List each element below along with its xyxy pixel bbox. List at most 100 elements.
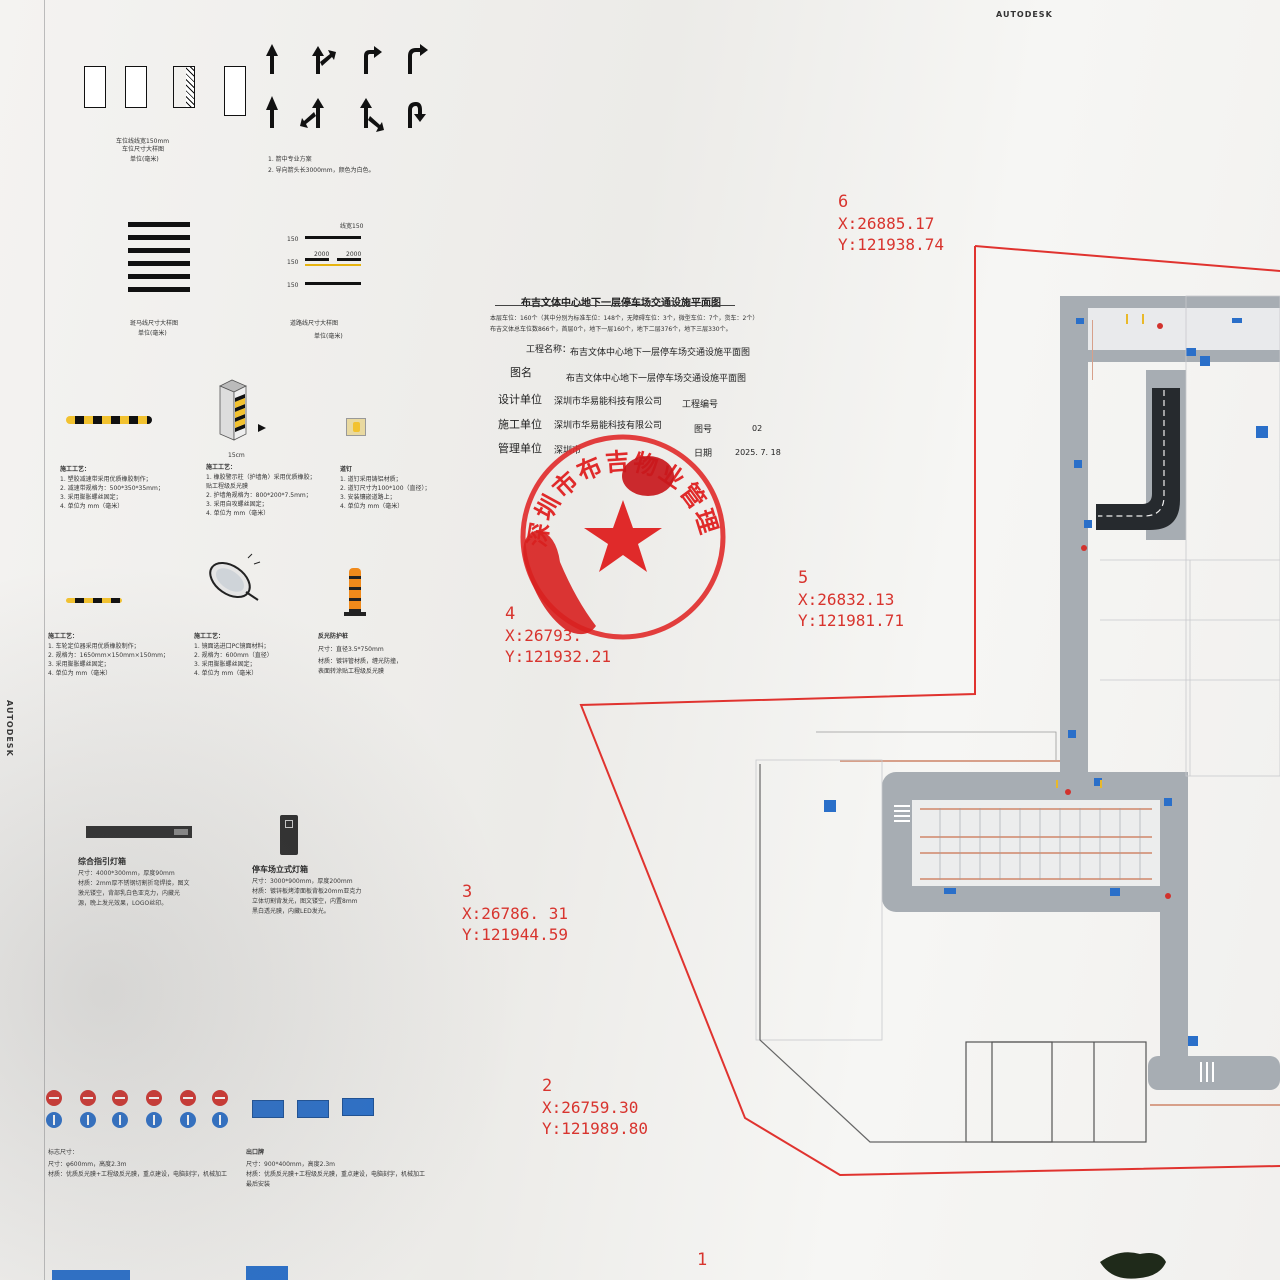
guide-note-3: 激光镂空，背部乳白色亚克力，内藏光 — [78, 890, 181, 897]
column-size: 15cm — [228, 452, 245, 459]
bump-note-1: 1. 塑胶减速带采用优质橡胶制作； — [60, 476, 152, 483]
wheelstop-note-2: 2. 规格为：1650mm×150mm×150mm； — [48, 652, 169, 659]
company-seal: 深圳市布吉物业管理有限公司 — [516, 430, 726, 640]
turn-right-icon — [112, 1112, 128, 1128]
drawing-name-value: 布吉文体中心地下一层停车场交通设施平面图 — [566, 374, 747, 384]
brand-top: AUTODESK — [996, 10, 1053, 19]
reflective-post-icon — [349, 568, 361, 614]
wheel-note-3: 3. 安装镶嵌道路上； — [340, 494, 396, 501]
bump-note-3: 3. 采用膨胀螺丝固定； — [60, 494, 122, 501]
no-entry-icon — [146, 1090, 162, 1106]
frame-line — [44, 0, 45, 1280]
stand-lightbox-sample — [280, 815, 298, 855]
column-guard-icon — [219, 379, 266, 441]
sign-note-3: 材质：优质反光膜+工程级反光膜，重点建设，电脑刻字，机械加工 — [48, 1171, 228, 1178]
wheel-stop-sample — [66, 598, 122, 603]
lane-caption: 道路线尺寸大样图 — [290, 320, 339, 327]
post-note-2: 材质：镀锌管材质，缠光防撞， — [318, 658, 403, 665]
stall-caption-2: 车位尺寸大样图 — [122, 146, 165, 153]
bottom-sign-sample — [246, 1266, 288, 1280]
dir-note-2: 材质：优质反光膜+工程级反光膜，重点建设，电脑刻字，机械加工 — [246, 1171, 426, 1178]
sheet-no-label: 图号 — [694, 425, 713, 435]
stall-sample-1 — [84, 66, 106, 108]
wheel-title: 道钉 — [340, 466, 353, 473]
guide-note-1: 尺寸：4000*300mm，厚度90mm — [78, 870, 175, 877]
speed-bump-sample — [66, 416, 152, 424]
guide-title: 综合指引灯箱 — [78, 857, 126, 866]
date-label: 日期 — [694, 449, 713, 459]
sheet-no-value: 02 — [752, 424, 763, 433]
stats-line-2: 布吉文体总车位数866个，首层0个，地下一层160个，地下二层376个，地下三层… — [490, 326, 732, 333]
bump-title: 施工工艺： — [60, 466, 91, 473]
wheel-note-1: 1. 道钉采用铸铝材质； — [340, 476, 402, 483]
wheelstop-title: 施工工艺： — [48, 633, 79, 640]
wheel-note-2: 2. 道钉尺寸为100*100（直径）； — [340, 485, 431, 492]
drawing-title: 布吉文体中心地下一层停车场交通设施平面图 — [521, 298, 721, 309]
project-label: 工程名称： — [526, 345, 572, 355]
sign-note-1: 标志尺寸： — [48, 1149, 79, 1156]
dir-note-1: 尺寸：900*400mm，高度2.3m — [246, 1161, 335, 1168]
no-entry-icon — [112, 1090, 128, 1106]
coord-point-1: 1 — [697, 1250, 708, 1270]
guide-lightbox-sample — [86, 826, 192, 838]
stand-note-4: 黑白透光膜，内藏LED发光。 — [252, 908, 330, 915]
dir-note-3: 最后安装 — [246, 1181, 271, 1188]
sign-note-2: 尺寸：φ600mm，高度2.3m — [48, 1161, 127, 1168]
wheelstop-note-3: 3. 采用膨胀螺丝固定； — [48, 661, 110, 668]
mirror-note-1: 1. 镜面选进口PC镜面材料； — [194, 643, 270, 650]
wheelstop-note-1: 1. 车轮定位器采用优质橡胶制作； — [48, 643, 140, 650]
stand-note-3: 立体切割背发光，图文镂空，内置8mm — [252, 898, 358, 905]
convex-mirror-icon — [209, 553, 261, 601]
wheel-note-4: 4. 单位为 mm（毫米） — [340, 503, 404, 510]
arrow-uturn-icon — [408, 44, 428, 128]
column-note-3: 2. 护墙角规格为：800*200*7.5mm； — [206, 492, 312, 499]
stall-sample-4 — [224, 66, 246, 116]
roundabout-icon — [212, 1112, 228, 1128]
project-no-label: 工程编号 — [682, 400, 719, 410]
go-straight-icon — [46, 1112, 62, 1128]
post-note-3: 表面转涂贴工程级反光膜 — [318, 668, 385, 675]
dir-title: 出口牌 — [246, 1149, 265, 1156]
coord-point-6: 6 X:26885.17 Y:121938.74 — [838, 192, 944, 254]
turn-left-icon — [80, 1112, 96, 1128]
project-value: 布吉文体中心地下一层停车场交通设施平面图 — [570, 348, 751, 358]
arrow-turn-right-icon — [360, 46, 384, 132]
post-title: 反光防护桩 — [318, 633, 349, 640]
arrow-turn-left-icon — [300, 46, 336, 128]
no-entry-icon — [180, 1090, 196, 1106]
mirror-note-4: 4. 单位为 mm（毫米） — [194, 670, 258, 677]
arrow-markings — [266, 44, 428, 132]
mirror-note-3: 3. 采用膨胀螺丝固定； — [194, 661, 256, 668]
no-entry-icon — [80, 1090, 96, 1106]
lane-unit: 单位(毫米) — [314, 333, 343, 340]
roundabout-icon — [146, 1112, 162, 1128]
zebra-caption: 斑马线尺寸大样图 — [130, 320, 179, 327]
wheelstop-note-4: 4. 单位为 mm（毫米） — [48, 670, 112, 677]
stand-title: 停车场立式灯箱 — [252, 865, 308, 874]
stats-line-1: 本层车位：160个（其中分别为标准车位：148个，无障碍车位：3个，微型车位：7… — [490, 315, 759, 322]
coord-point-2: 2 X:26759.30 Y:121989.80 — [542, 1076, 648, 1138]
exit-sign-icon — [342, 1098, 374, 1116]
mirror-title: 施工工艺： — [194, 633, 225, 640]
column-note-1: 1. 橡胶警示柱（护墙角）采用优质橡胶； — [206, 474, 316, 481]
column-note-2: 贴工程级反光膜 — [206, 483, 249, 490]
mgmt-label: 管理单位 — [498, 442, 542, 455]
exit-sign-icon — [252, 1100, 284, 1118]
stall-sample-3 — [173, 66, 195, 108]
stall-sample-2 — [125, 66, 147, 108]
coord-point-3: 3 X:26786. 31 Y:121944.59 — [462, 882, 568, 944]
arrow-note-1: 1. 箭中专业方案 — [268, 156, 312, 163]
coord-point-5: 5 X:26832.13 Y:121981.71 — [798, 568, 904, 630]
roundabout-icon — [180, 1112, 196, 1128]
stand-note-2: 材质：镀锌板烤漆面板背板20mm亚克力 — [252, 888, 362, 895]
stall-unit: 单位(毫米) — [130, 156, 159, 163]
bump-note-4: 4. 单位为 mm（毫米） — [60, 503, 124, 510]
parking-structure — [755, 295, 1280, 1143]
design-value: 深圳市华易能科技有限公司 — [554, 397, 663, 407]
column-note-5: 4. 单位为 mm（毫米） — [206, 510, 270, 517]
bump-note-2: 2. 减速带规格为：500*350*35mm； — [60, 485, 164, 492]
date-value: 2025. 7. 18 — [735, 448, 781, 457]
arrow-straight-icon — [266, 44, 278, 128]
